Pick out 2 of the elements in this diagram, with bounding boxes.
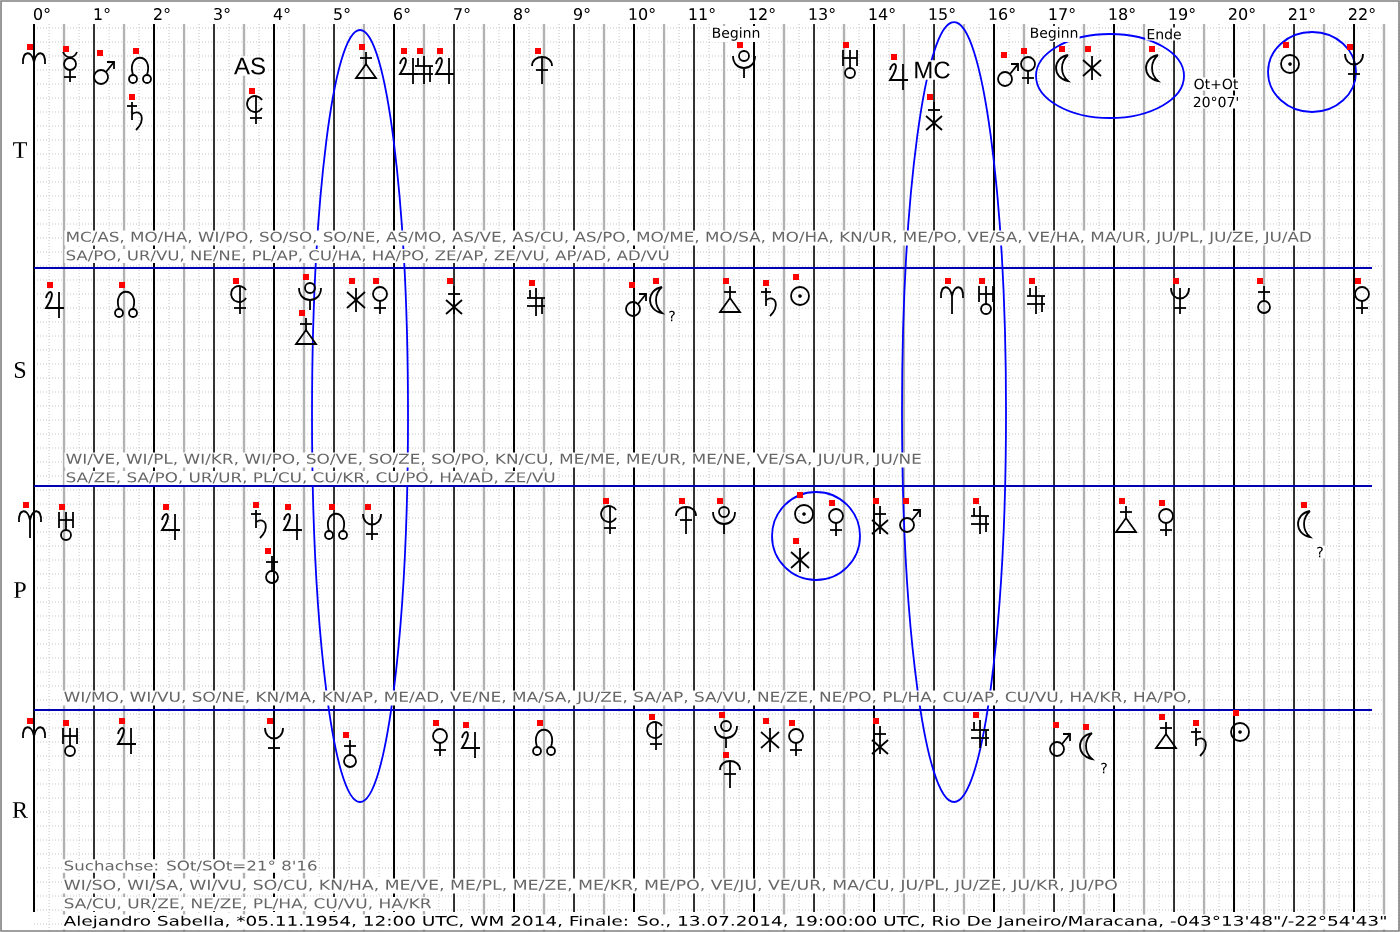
- point-label: MC: [912, 60, 952, 80]
- point-label: AS: [232, 56, 268, 76]
